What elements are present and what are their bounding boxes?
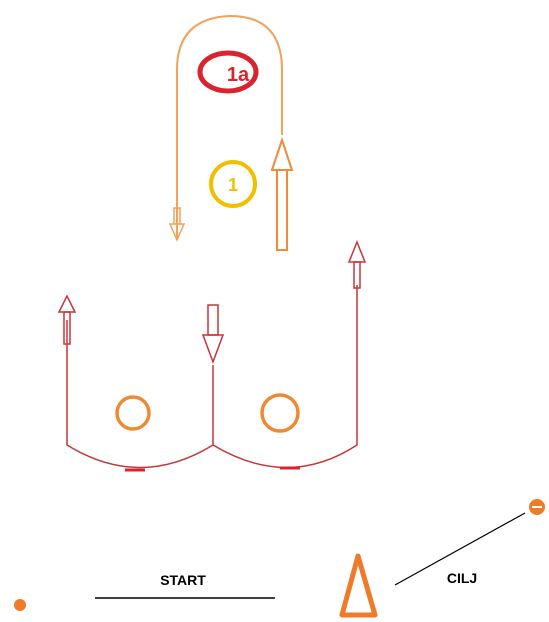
lower-route-path [66,285,358,469]
left-dot [14,599,26,611]
marker-1-label: 1 [228,175,238,195]
finish-label: CILJ [447,570,477,586]
finish-line [394,512,526,586]
up-arrow-left [57,294,77,345]
down-arrow-center [201,304,225,365]
top-loop-path [176,14,283,238]
obstacle-circle-left [115,395,151,431]
obstacle-circle-right [260,393,300,433]
marker-1a-label: 1a [227,64,250,86]
start-label: START [160,572,206,588]
marker-1-circle [209,160,257,208]
up-arrow-right [347,239,367,289]
marker-1a-oval [197,50,259,94]
up-arrow-loop [270,136,294,251]
cone-icon [339,553,378,618]
down-arrow-small [168,207,186,242]
